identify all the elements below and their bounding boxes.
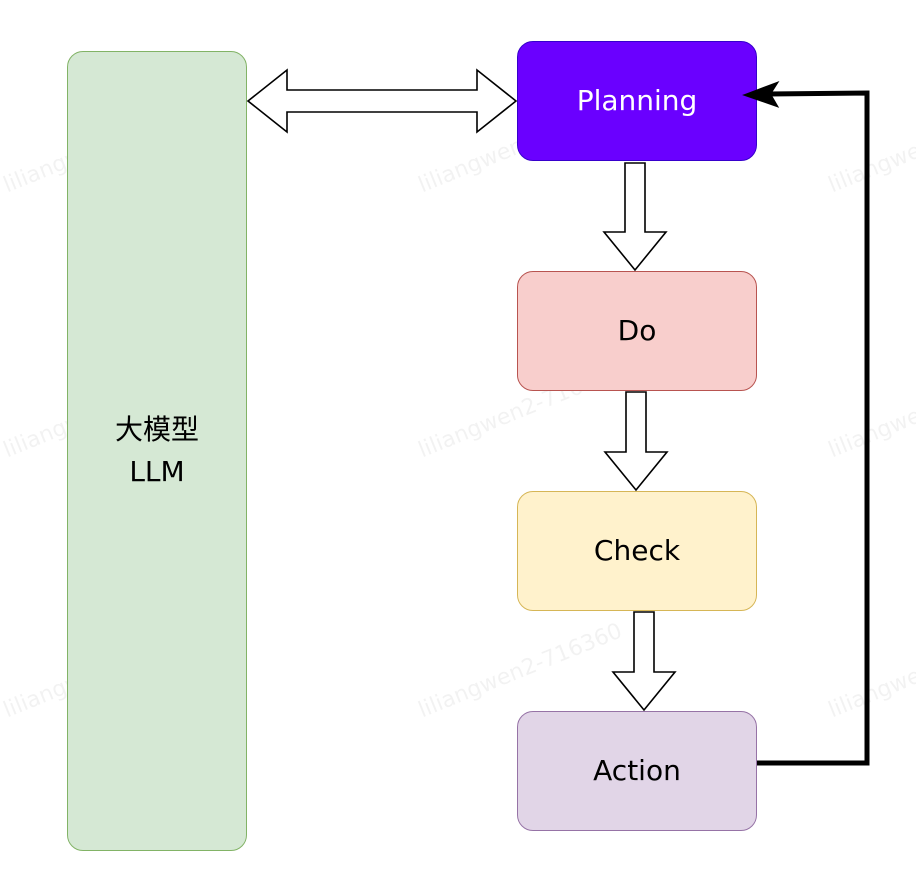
llm-label-line2: LLM [129, 455, 185, 488]
watermark-text: liliangwen2-716360 [415, 618, 626, 724]
do-node[interactable]: Do [517, 271, 757, 391]
action-to-planning-feedback-line [757, 90, 870, 766]
llm-planning-double-arrow [246, 68, 518, 134]
watermark-text: liliangwen2-716360 [825, 93, 916, 199]
watermark-text: liliangwen2-716360 [825, 358, 916, 464]
do-to-check-arrow [603, 391, 669, 492]
watermark-text: liliangwen2-716360 [825, 618, 916, 724]
check-node[interactable]: Check [517, 491, 757, 611]
planning-to-do-arrow [602, 162, 668, 272]
planning-node[interactable]: Planning [517, 41, 757, 161]
planning-label: Planning [576, 84, 698, 117]
do-label: Do [617, 314, 657, 347]
check-to-action-arrow [611, 611, 677, 712]
action-node[interactable]: Action [517, 711, 757, 831]
llm-label-line1: 大模型 [114, 413, 199, 446]
action-label: Action [593, 754, 681, 787]
check-label: Check [593, 534, 681, 567]
llm-label: 大模型 LLM [115, 409, 199, 493]
llm-node[interactable]: 大模型 LLM [67, 51, 247, 851]
